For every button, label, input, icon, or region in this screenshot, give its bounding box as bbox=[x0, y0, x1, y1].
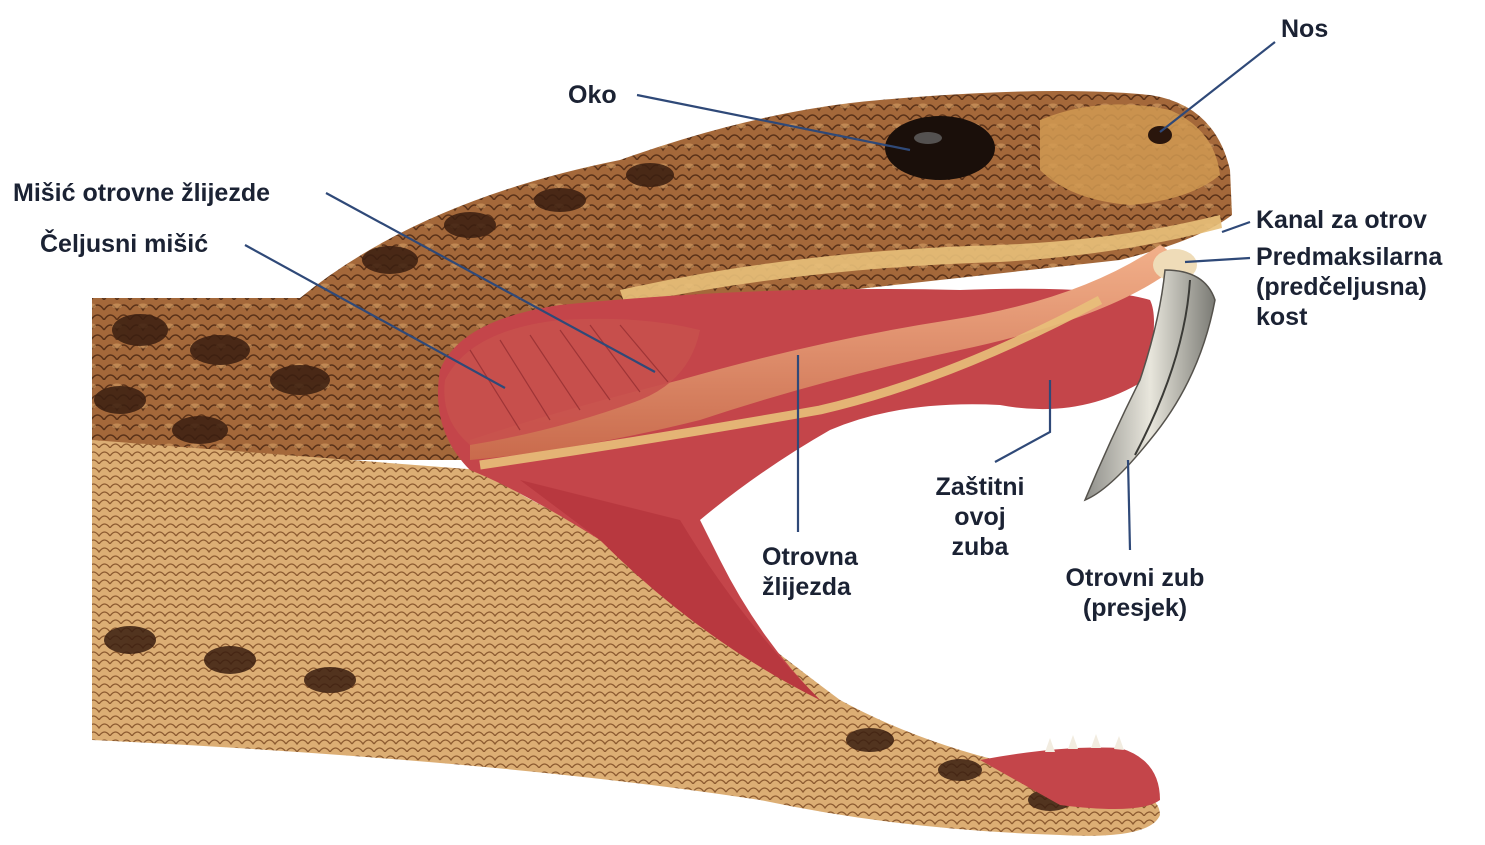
label-zastitni-line-3: zuba bbox=[920, 532, 1040, 562]
nostril-shape bbox=[1148, 126, 1172, 144]
label-otrovna-line-2: žlijezda bbox=[762, 572, 858, 602]
label-otrovni-zub: Otrovni zub (presjek) bbox=[1040, 563, 1230, 623]
label-zastitni-line-2: ovoj bbox=[920, 502, 1040, 532]
label-predmaksilarna-line-1: Predmaksilarna bbox=[1256, 242, 1442, 272]
label-celjusni-misic: Čeljusni mišić bbox=[40, 229, 208, 259]
label-kanal-za-otrov: Kanal za otrov bbox=[1256, 205, 1427, 235]
label-otrovna-line-1: Otrovna bbox=[762, 542, 858, 572]
label-zastitni-ovoj-zuba: Zaštitni ovoj zuba bbox=[920, 472, 1040, 562]
label-nos: Nos bbox=[1281, 14, 1328, 44]
label-otrovni-zub-line-2: (presjek) bbox=[1040, 593, 1230, 623]
label-otrovni-zub-line-1: Otrovni zub bbox=[1040, 563, 1230, 593]
leader-nos bbox=[1160, 42, 1275, 132]
label-misic-otrovne-zlijezde: Mišić otrovne žlijezde bbox=[13, 178, 270, 208]
label-zastitni-line-1: Zaštitni bbox=[920, 472, 1040, 502]
label-predmaksilarna-line-3: kost bbox=[1256, 302, 1442, 332]
leader-otrovni-zub bbox=[1128, 460, 1130, 550]
label-otrovna-zlijezda: Otrovna žlijezda bbox=[762, 542, 858, 602]
leader-kanal bbox=[1222, 222, 1250, 232]
eye-highlight bbox=[914, 132, 942, 144]
label-predmaksilarna-kost: Predmaksilarna (predčeljusna) kost bbox=[1256, 242, 1442, 332]
label-oko: Oko bbox=[568, 80, 617, 110]
label-predmaksilarna-line-2: (predčeljusna) bbox=[1256, 272, 1442, 302]
